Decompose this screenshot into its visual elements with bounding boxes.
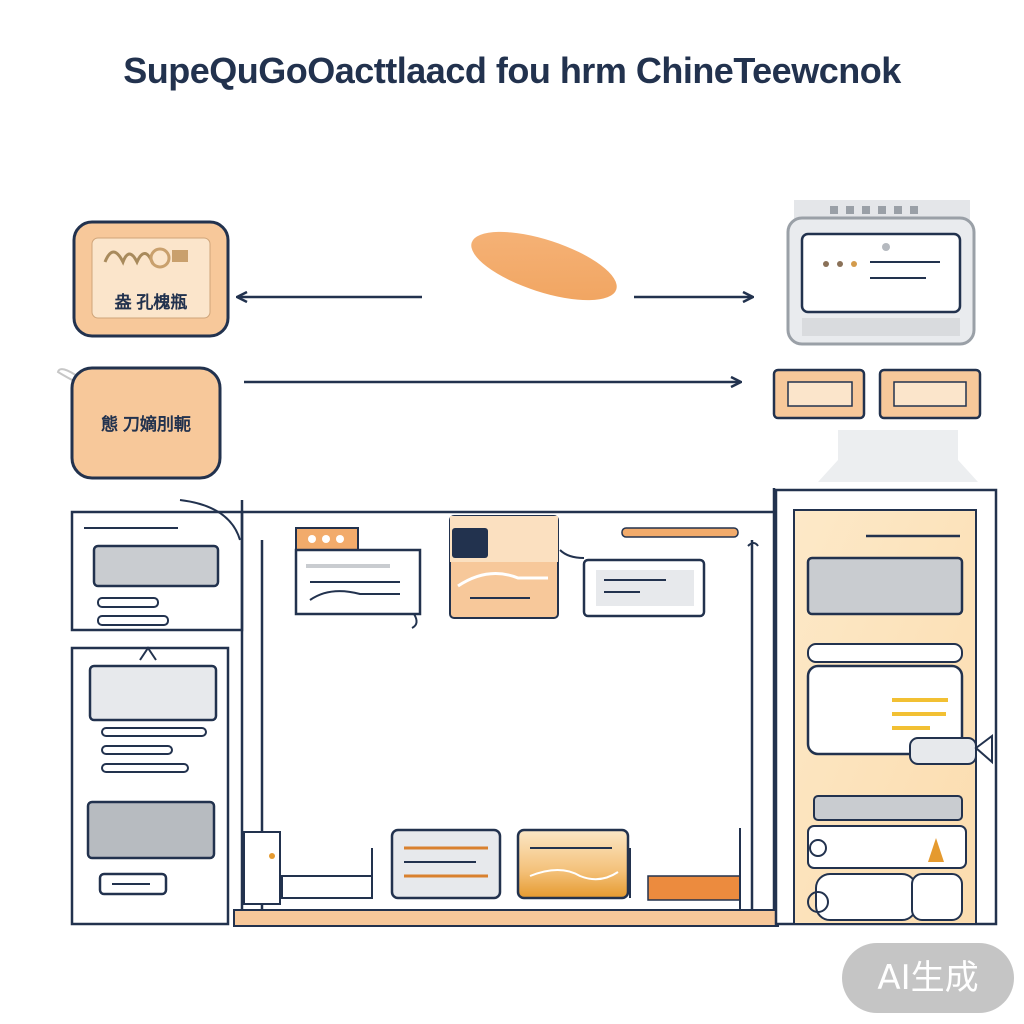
flow-arrows [238, 297, 752, 382]
mid-left-node-label: 態 刀嫡刖軛 [101, 415, 191, 434]
top-left-node-label: 盎 孔槐瓶 [114, 293, 188, 312]
right-small-cards [772, 368, 982, 482]
ai-generated-badge: AI生成 [842, 943, 1014, 1013]
main-frame [70, 488, 779, 927]
mid-left-node [56, 366, 222, 480]
diagram-title: SupeQuGoOacttlaacd fou hrm ChineTeewcnok [123, 50, 901, 91]
top-left-node [72, 220, 230, 338]
orange-blob [471, 231, 617, 301]
right-panel [774, 488, 998, 926]
top-right-monitor [786, 200, 976, 346]
